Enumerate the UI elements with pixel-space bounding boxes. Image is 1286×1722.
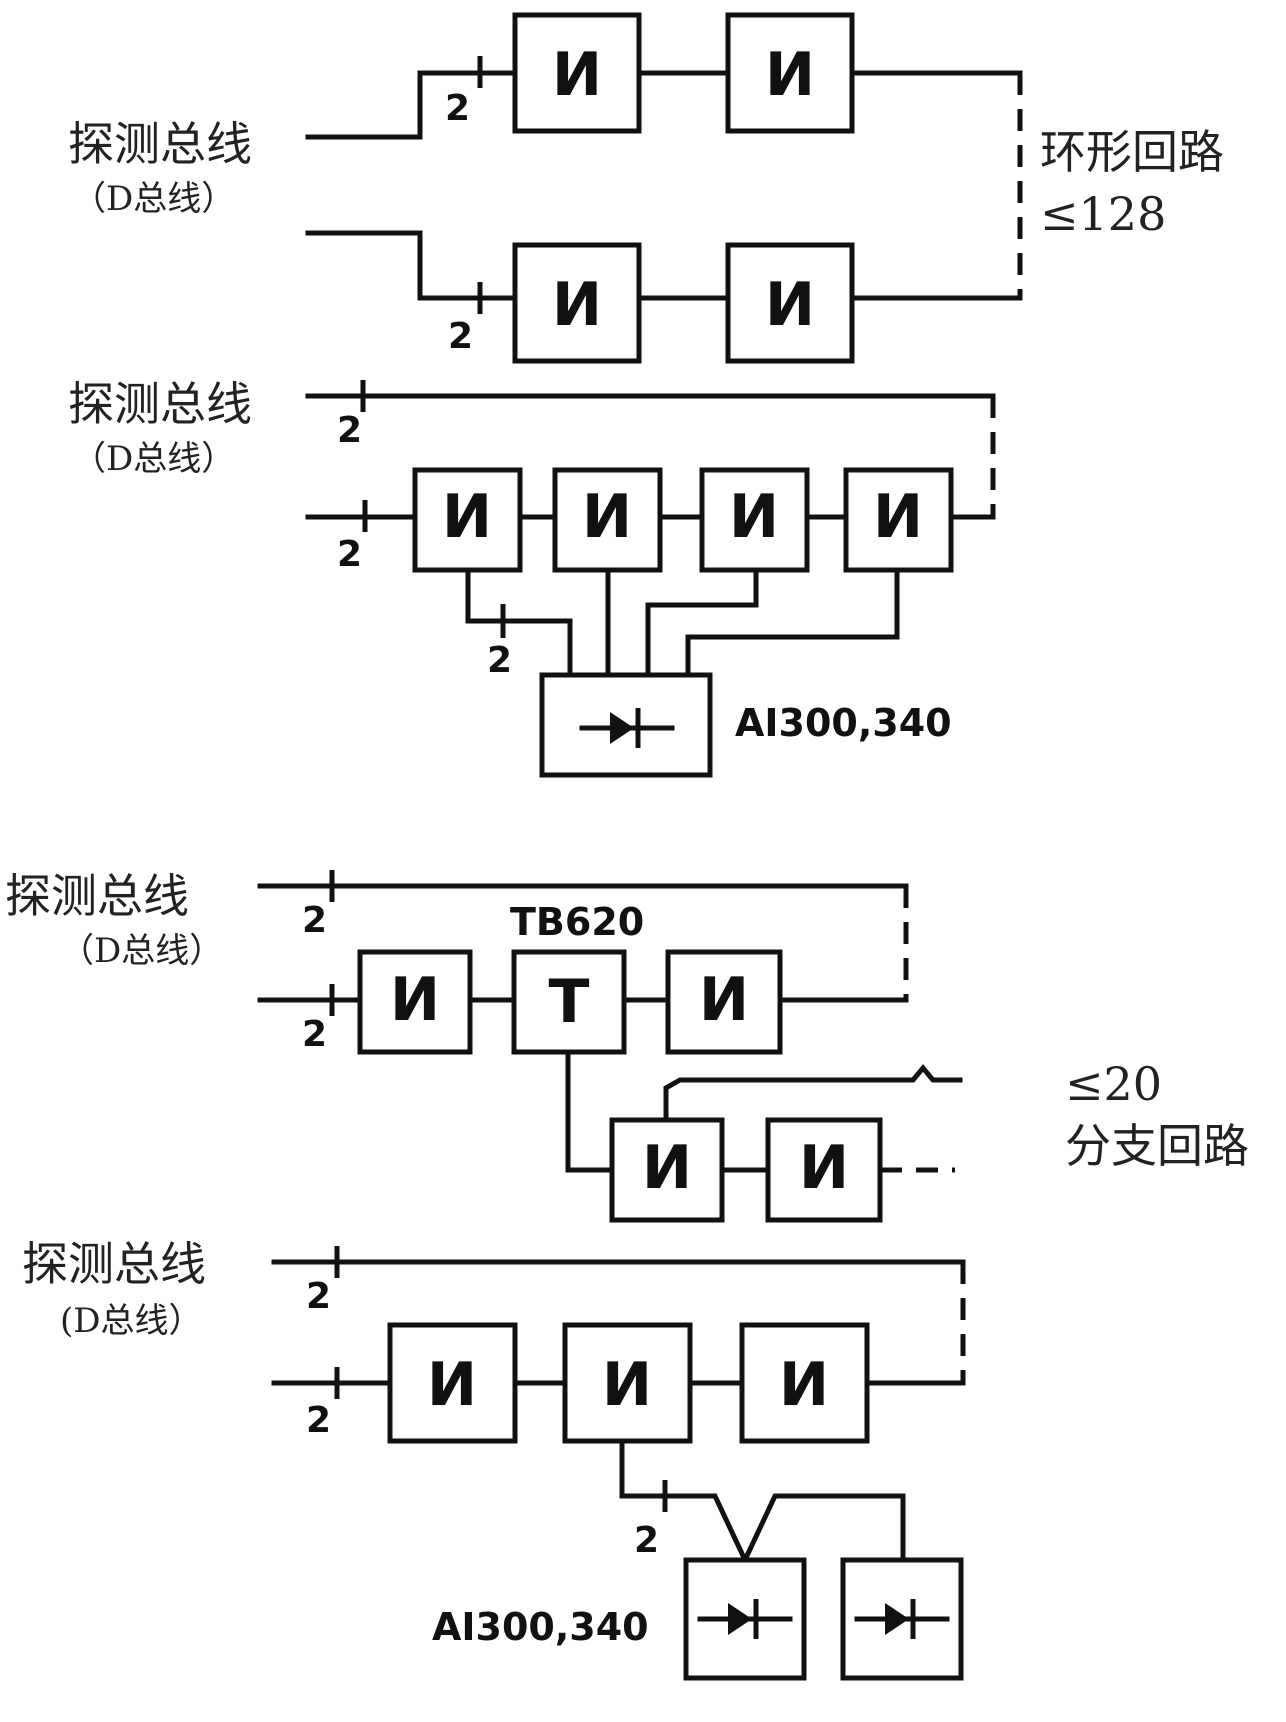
wire-count-label: 2 (337, 534, 362, 575)
wire-count-label: 2 (634, 1520, 659, 1561)
module-symbol: И (799, 1133, 849, 1203)
module-symbol: И (552, 40, 602, 110)
module-box (412, 467, 523, 573)
branch-limit: ≤20 (1065, 1057, 1162, 1111)
bus-label: 探测总线 (68, 377, 252, 431)
module-symbol: И (765, 270, 815, 340)
ring-label: 环形回路 (1040, 125, 1224, 179)
module-box (512, 242, 642, 364)
diode-icon (579, 708, 675, 748)
module-box (552, 467, 663, 573)
module-symbol: И (582, 482, 632, 552)
wire-count-label: 2 (302, 1014, 327, 1055)
bus-sub-label: (D总线） (60, 1301, 203, 1341)
wire-count-label: 2 (306, 1276, 331, 1317)
isolator-part-label: AI300,340 (735, 701, 952, 745)
module-box (725, 242, 855, 364)
module-symbol: И (729, 482, 779, 552)
bus-sub-label: （D总线） (72, 179, 235, 219)
module-box (562, 1322, 693, 1444)
ring-loop-section: 探测总线 （D总线） 2 И И 2 И И 环形回路 ≤128 (68, 12, 1224, 364)
module-symbol: И (390, 965, 440, 1035)
isolator-part-label: AI300,340 (432, 1605, 649, 1649)
module-symbol: И (427, 1350, 477, 1420)
bus-wire (305, 70, 518, 140)
wire-count-label: 2 (306, 1400, 331, 1441)
wire-count-label: 2 (487, 640, 512, 681)
module-box (357, 949, 473, 1055)
module-symbol: И (552, 270, 602, 340)
branch-wire (565, 1049, 615, 1173)
bus-sub-label: （D总线） (72, 439, 235, 479)
bus-label: 探测总线 (5, 869, 189, 923)
diode-icon (854, 1599, 950, 1639)
module-symbol: И (765, 40, 815, 110)
module-symbol: И (602, 1350, 652, 1420)
bus-wire (305, 230, 518, 301)
module-symbol: И (442, 482, 492, 552)
tap-part-label: TB620 (510, 900, 644, 944)
feed-wire (645, 567, 759, 678)
feed-wire (465, 567, 573, 678)
bus-sub-label: （D总线） (60, 931, 223, 971)
bus-label: 探测总线 (68, 117, 252, 171)
branch-loop-section: 探测总线 （D总线） 2 2 И TB620 T И И И ≤20 分支回路 (5, 869, 1249, 1223)
wire-count-label: 2 (337, 410, 362, 451)
tap-symbol: T (549, 967, 590, 1037)
module-box (843, 467, 954, 573)
module-box (699, 467, 810, 573)
bus-label: 探测总线 (22, 1237, 206, 1291)
module-box (665, 949, 783, 1055)
module-symbol: И (642, 1133, 692, 1203)
branch-label: 分支回路 (1065, 1119, 1249, 1173)
feed-wire (685, 567, 900, 678)
module-symbol: И (699, 965, 749, 1035)
diode-icon (697, 1599, 793, 1639)
module-symbol: И (779, 1350, 829, 1420)
dual-isolator-section: 探测总线 (D总线） 2 2 И И И 2 AI300,340 (22, 1237, 966, 1681)
isolator-loop-section: 探测总线 （D总线） 2 2 И И И И 2 AI (68, 377, 996, 778)
branch-wire (663, 1064, 963, 1123)
wire-count-label: 2 (302, 900, 327, 941)
wire-count-label: 2 (448, 316, 473, 357)
module-symbol: И (873, 482, 923, 552)
ring-limit: ≤128 (1040, 187, 1166, 241)
tap-box (511, 949, 627, 1055)
wire-count-label: 2 (445, 88, 470, 129)
